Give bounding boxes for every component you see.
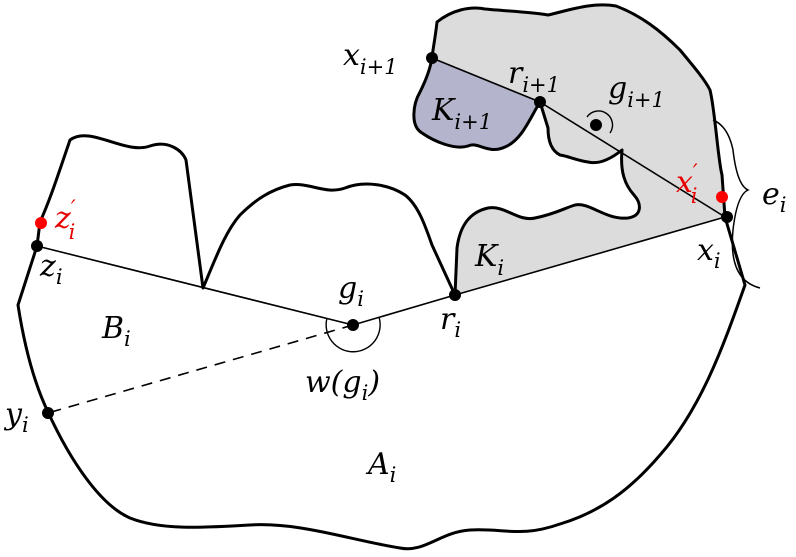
outer-boundary [16, 134, 747, 551]
label-z-i-prime: z′i [54, 196, 76, 244]
label-k-i: Ki [474, 239, 504, 280]
segment-ri-xi [454, 216, 726, 296]
brace-e-i [712, 119, 761, 289]
label-k-i1: Ki+1 [431, 93, 492, 134]
point-r-i [449, 289, 461, 301]
label-x-i1: xi+1 [343, 38, 398, 79]
segment-ri1-xi [539, 101, 726, 218]
pocket-boundary [412, 3, 727, 296]
point-z-i [31, 240, 43, 252]
label-b-i: Bi [101, 311, 131, 351]
point-y-i [42, 407, 54, 419]
label-z-i: zi [39, 249, 63, 289]
label-y-i: yi [3, 397, 29, 437]
label-r-i: ri [440, 302, 461, 342]
label-g-i1: gi+1 [608, 71, 665, 112]
point-x-i1 [426, 52, 438, 64]
point-z-i-prime [35, 217, 47, 229]
region-k-i [413, 4, 725, 295]
segment-gi-yi [47, 324, 354, 414]
point-g-i [347, 319, 359, 331]
angle-arc-gi1 [586, 110, 614, 134]
label-x-i: xi [697, 233, 721, 273]
segment-zi-gi [36, 245, 354, 326]
label-g-i: gi [338, 271, 364, 311]
point-x-i [721, 211, 733, 223]
region-k-i1 [413, 58, 540, 150]
label-r-i1: ri+1 [508, 56, 560, 97]
segment-gi-ri [352, 294, 456, 326]
angle-arc-w-gi [325, 316, 381, 353]
label-x-i-prime: x′i [676, 160, 698, 208]
point-g-i1 [590, 119, 602, 131]
point-r-i1 [534, 96, 546, 108]
point-x-i-prime [716, 191, 728, 203]
segment-xi1-ri1 [431, 57, 541, 103]
label-a-i: Ai [365, 447, 396, 487]
label-e-i: ei [762, 177, 786, 217]
label-w-g-i: w(gi) [305, 365, 380, 405]
